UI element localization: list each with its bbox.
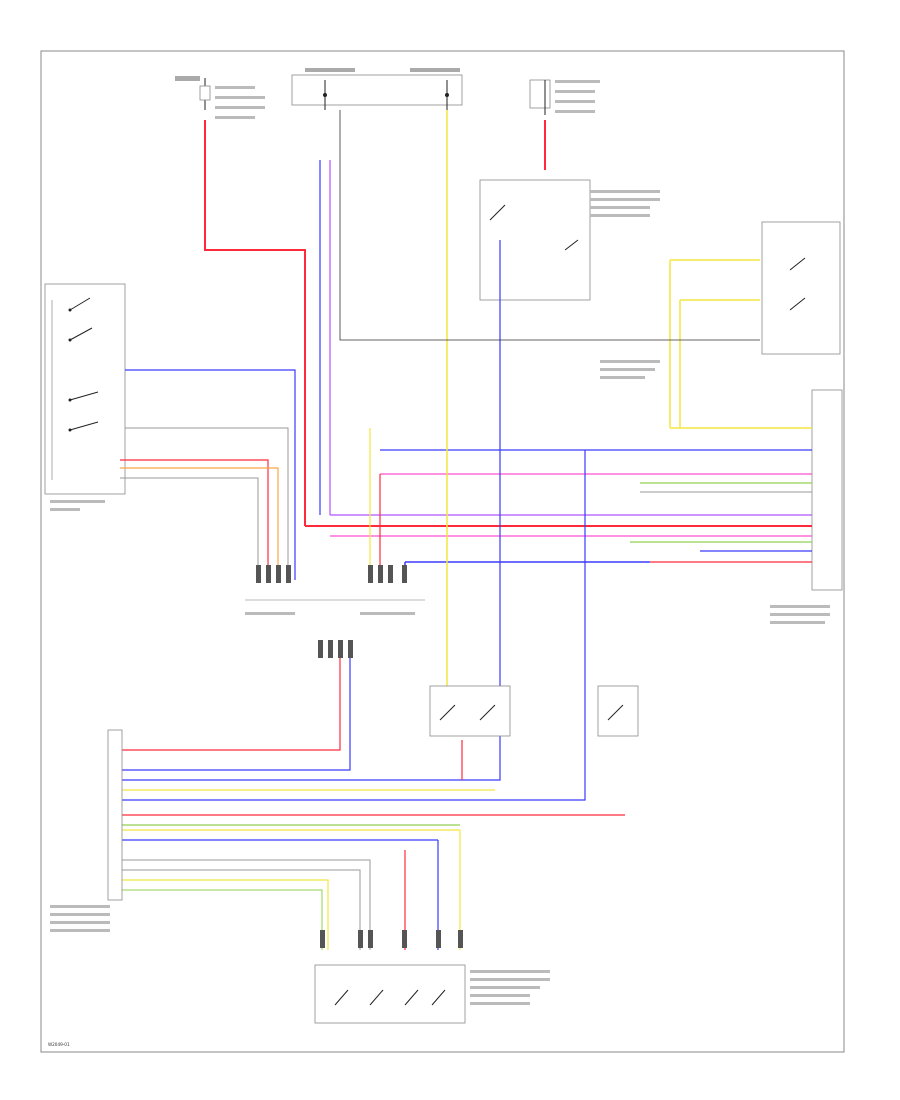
multifunction-control-module <box>811 389 843 591</box>
connector-pins-left <box>256 565 291 583</box>
main-red-wire <box>204 120 306 526</box>
red-wires-lower <box>120 120 625 950</box>
cruise-control-switch <box>44 283 126 495</box>
figure-id: W2049-01 <box>48 1042 70 1047</box>
fuse-block-left <box>199 78 211 110</box>
bottom-sensor-switches <box>314 964 466 1024</box>
cruise-control-module <box>761 221 841 355</box>
connector-pins-right <box>368 565 407 583</box>
label-blocks <box>50 68 830 1005</box>
bottom-connector-pins <box>320 930 463 948</box>
connector-pins-mid <box>318 640 353 658</box>
diagram-frame <box>40 50 845 1053</box>
brake-relay <box>479 179 591 301</box>
brake-switch <box>429 685 511 737</box>
power-control-module <box>107 729 123 901</box>
yellow-wires <box>120 110 760 950</box>
misc-wires <box>120 110 760 950</box>
right-bus-wires <box>305 427 812 563</box>
clutch-switch <box>597 685 639 737</box>
fuse-block-right <box>529 79 551 115</box>
fuse-relay-box-top <box>291 74 463 110</box>
